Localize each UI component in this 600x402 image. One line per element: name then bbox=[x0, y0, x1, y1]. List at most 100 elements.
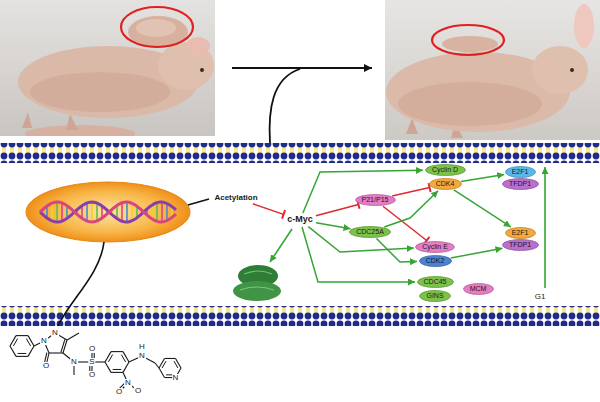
inhibition-line bbox=[316, 204, 358, 215]
mouse-photo-before bbox=[25, 125, 135, 136]
ellipse-fill bbox=[419, 256, 451, 267]
protein-ellipse: CDK2 bbox=[419, 255, 452, 267]
protein-ellipse: E2F1 bbox=[505, 166, 536, 178]
node-text: E2F1 bbox=[512, 168, 529, 175]
dna-helix bbox=[121, 203, 123, 221]
dna-helix bbox=[86, 203, 88, 221]
chemical-structure bbox=[174, 361, 178, 368]
ellipse-fill bbox=[416, 242, 455, 253]
ribosome bbox=[233, 265, 281, 301]
chemical-structure bbox=[28, 336, 34, 346]
protein-ellipse: P21/P15 bbox=[355, 194, 396, 206]
nucleus-leaders bbox=[188, 199, 209, 205]
protein-ellipse: CDC25A bbox=[349, 226, 391, 238]
chemical-structure bbox=[13, 339, 17, 346]
protein-ellipse: E2F1 bbox=[505, 227, 536, 239]
ellipse-fill bbox=[417, 277, 453, 288]
mouse-photo-after bbox=[432, 25, 504, 55]
atom-label: N bbox=[51, 329, 59, 337]
dna-helix bbox=[40, 202, 176, 222]
activation-arrow bbox=[316, 223, 351, 229]
ellipse-fill bbox=[350, 227, 391, 238]
chemical-structure bbox=[121, 355, 125, 362]
modification-label: Acetylation bbox=[212, 193, 260, 204]
protein-ellipse: Cyclin E bbox=[415, 241, 455, 253]
dna-helix bbox=[61, 203, 63, 221]
node-text: E2F1 bbox=[512, 229, 529, 236]
chemical-structure bbox=[162, 361, 166, 368]
cell-membrane bbox=[0, 143, 600, 326]
chemical-structure bbox=[26, 339, 30, 346]
mouse-photo-after bbox=[442, 36, 498, 52]
nucleus-leaders bbox=[58, 242, 104, 326]
mouse-photo-after bbox=[398, 82, 542, 126]
activation-arrow bbox=[451, 248, 503, 258]
mouse-photo-after bbox=[532, 46, 588, 94]
inhibition-line bbox=[392, 188, 429, 197]
atom-label: N bbox=[70, 358, 78, 366]
chemical-structure bbox=[16, 335, 28, 336]
node-text: CDC45 bbox=[424, 278, 447, 285]
dna-helix bbox=[40, 202, 176, 222]
phase-label: G1 bbox=[535, 293, 546, 301]
dna-helix bbox=[91, 202, 93, 222]
mouse-photo-before bbox=[66, 114, 78, 130]
ellipse-fill bbox=[505, 228, 535, 239]
chemical-structure bbox=[123, 362, 129, 372]
chemical-structure bbox=[10, 336, 16, 346]
atom-label: N bbox=[172, 374, 180, 382]
node-text: Acetylation bbox=[214, 194, 258, 202]
chemical-structure bbox=[105, 352, 111, 362]
dna-helix bbox=[96, 203, 98, 221]
activation-arrow bbox=[303, 170, 423, 213]
mouse-photo-before bbox=[30, 72, 170, 112]
protein-ellipse: TFDP1 bbox=[502, 178, 539, 190]
atom-label: O bbox=[88, 345, 96, 353]
chemical-structure bbox=[159, 368, 165, 378]
dna-helix bbox=[156, 203, 158, 222]
ribosome bbox=[244, 271, 272, 274]
atom-label: N bbox=[124, 379, 132, 387]
node-text: GINS bbox=[426, 292, 444, 299]
chemical-structure bbox=[105, 362, 111, 372]
cell-membrane bbox=[0, 143, 600, 163]
treatment-arrow bbox=[270, 69, 300, 143]
chemical-structure bbox=[123, 352, 129, 362]
node-text: P21/P15 bbox=[362, 196, 389, 203]
node-text: c-Myc bbox=[287, 215, 313, 224]
protein-ellipse: CDC45 bbox=[417, 276, 454, 288]
activation-arrow bbox=[461, 175, 504, 182]
ellipse-fill bbox=[425, 165, 465, 176]
activation-arrows bbox=[270, 229, 292, 262]
chemical-structure bbox=[18, 353, 27, 354]
dna-helix bbox=[166, 203, 168, 220]
activation-arrows bbox=[270, 167, 545, 288]
mouse-photo-after bbox=[385, 0, 600, 140]
node-text: Cyclin D bbox=[432, 166, 459, 173]
mouse-photo-after bbox=[574, 4, 594, 48]
mouse-photo-before bbox=[136, 19, 176, 37]
node-text: CDK4 bbox=[436, 180, 455, 187]
dna-helix bbox=[161, 202, 163, 222]
protein-ellipse: CDK4 bbox=[429, 178, 462, 190]
activation-arrow bbox=[384, 191, 438, 227]
chemical-structure bbox=[176, 358, 182, 368]
ellipse-fill bbox=[463, 284, 493, 295]
ellipse-fill bbox=[355, 195, 395, 206]
ribosome bbox=[233, 281, 281, 301]
node-text: CDC25A bbox=[356, 228, 384, 235]
protein-ellipse: GINS bbox=[419, 290, 451, 302]
chemical-structure bbox=[61, 339, 65, 352]
treatment-arrow bbox=[232, 67, 372, 69]
chemical-structure bbox=[67, 333, 79, 340]
inhibition-line bbox=[383, 206, 427, 240]
chemical-structure bbox=[155, 363, 159, 368]
atom-label: O bbox=[42, 362, 50, 370]
activation-arrows bbox=[544, 167, 546, 288]
inhibition-line bbox=[253, 204, 284, 215]
chemical-structure bbox=[111, 351, 123, 352]
chemical-structure bbox=[16, 356, 28, 357]
chemical-structure bbox=[28, 346, 34, 356]
mouse-photo-before bbox=[186, 37, 210, 55]
